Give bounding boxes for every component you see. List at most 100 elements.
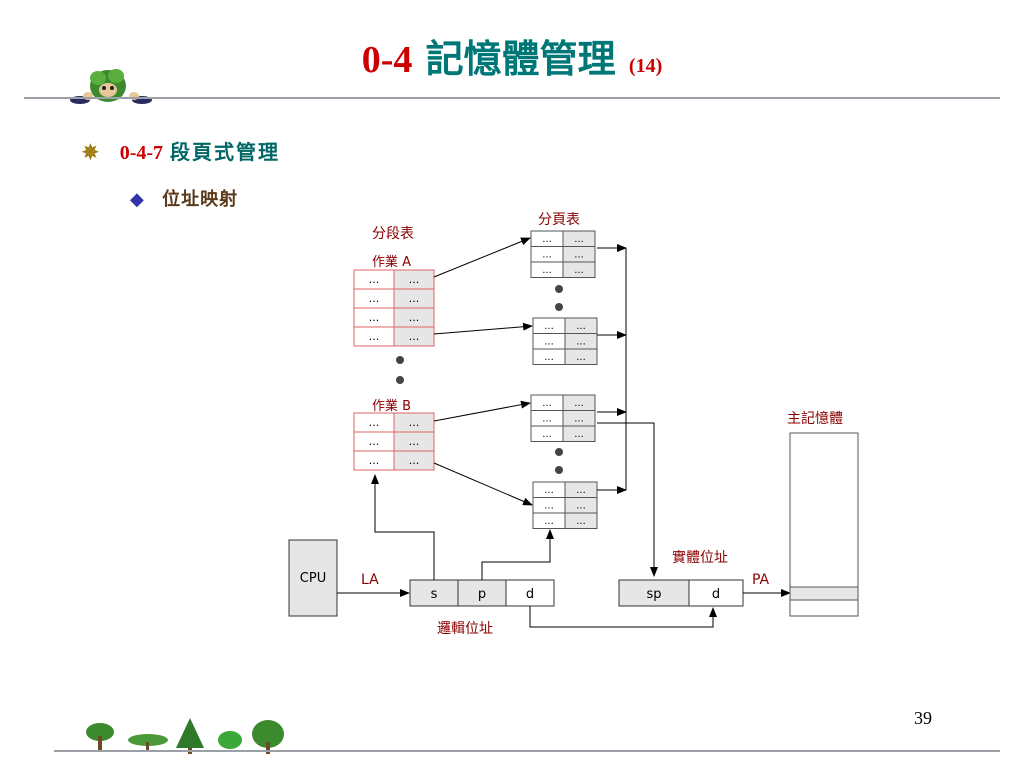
la-field-d: d: [526, 587, 534, 602]
memory-target-block: [789, 586, 859, 601]
trees-decoration-icon: [86, 718, 284, 754]
title-text: 記憶體管理: [425, 36, 616, 81]
segment-cell-text: ...: [409, 311, 420, 324]
physical-address-box: sp d: [618, 579, 744, 607]
segment-cell-text: ...: [409, 330, 420, 343]
pa-label: PA: [752, 572, 770, 588]
page-tables: ........................................…: [530, 230, 598, 529]
logical-address-label: 邏輯位址: [437, 621, 493, 637]
arrow-seg-to-page4: [433, 462, 533, 506]
page-cell-text: ...: [542, 398, 552, 409]
pa-field-sp: sp: [646, 587, 661, 602]
segment-cell-text: ...: [369, 454, 380, 467]
page-cell-text: ...: [544, 485, 554, 496]
page-cell-text: ...: [544, 516, 554, 527]
la-label: LA: [361, 572, 379, 588]
page-cell-text: ...: [574, 250, 584, 261]
segment-cell: [393, 450, 435, 471]
main-memory-label: 主記憶體: [787, 410, 843, 427]
page-cell-text: ...: [574, 414, 584, 425]
main-memory-box: [789, 432, 859, 617]
ellipsis-dot: [555, 303, 563, 311]
page-cell-text: ...: [576, 337, 586, 348]
page-cell-text: ...: [576, 321, 586, 332]
slide-title: 0-4 記憶體管理 (14): [0, 28, 1024, 83]
page-cell-text: ...: [542, 429, 552, 440]
header-divider: [24, 97, 1000, 99]
ellipsis-dot: [555, 285, 563, 293]
segment-cell-text: ...: [409, 292, 420, 305]
page-cell-text: ...: [576, 352, 586, 363]
job-a-label: 作業 A: [372, 254, 411, 270]
page-cell: [562, 425, 596, 442]
logical-address-box: s p d: [409, 579, 555, 607]
page-cell: [562, 261, 596, 278]
segment-cell-text: ...: [369, 435, 380, 448]
pa-field-d: d: [712, 587, 720, 602]
physical-address-label: 實體位址: [672, 549, 728, 566]
bullet-level2: ◆ 位址映射: [130, 185, 238, 211]
page-cell-text: ...: [576, 516, 586, 527]
arrow-s-to-segment-table: [371, 474, 435, 580]
ellipsis-dot: [555, 466, 563, 474]
segment-cell-text: ...: [409, 273, 420, 286]
segment-cell-text: ...: [369, 416, 380, 429]
page-cell: [564, 512, 598, 529]
segment-table-a: ........................: [353, 269, 435, 347]
bullet1-number: 0-4-7: [119, 142, 164, 164]
title-suffix: (14): [628, 55, 663, 77]
page-cell-text: ...: [574, 398, 584, 409]
arrow-to-physical-address: [597, 422, 658, 577]
page-cell-text: ...: [574, 234, 584, 245]
segment-table-b: ..................: [353, 412, 435, 471]
segment-cell-text: ...: [369, 292, 380, 305]
page-table-2: ..................: [532, 317, 598, 365]
ellipsis-dot: [396, 356, 404, 364]
page-table-label: 分頁表: [538, 212, 580, 228]
page-table-4: ..................: [532, 481, 598, 529]
segment-table-label: 分段表: [372, 226, 414, 242]
page-cell-text: ...: [542, 414, 552, 425]
footer-divider: [54, 750, 1000, 752]
segment-cell: [393, 326, 435, 347]
page-number: 39: [914, 708, 932, 728]
arrow-d-to-pa: [529, 606, 717, 628]
segment-cell-text: ...: [369, 330, 380, 343]
bullet1-text: 段頁式管理: [170, 140, 281, 164]
page-cell: [564, 348, 598, 365]
page-cell-text: ...: [544, 352, 554, 363]
page-cell-text: ...: [576, 501, 586, 512]
segment-cell-text: ...: [369, 273, 380, 286]
segment-cell-text: ...: [409, 454, 420, 467]
job-b-label: 作業 B: [372, 398, 411, 414]
segment-cell-text: ...: [409, 416, 420, 429]
segment-cell-text: ...: [369, 311, 380, 324]
page-cell-text: ...: [542, 265, 552, 276]
page-cell-text: ...: [544, 337, 554, 348]
page-cell-text: ...: [574, 429, 584, 440]
page-table-3: ..................: [530, 394, 596, 442]
page-cell-text: ...: [544, 321, 554, 332]
title-number: 0-4: [361, 39, 413, 81]
page-cell-text: ...: [576, 485, 586, 496]
page-table-1: ..................: [530, 230, 596, 278]
page-cell-text: ...: [542, 250, 552, 261]
cpu-label: CPU: [300, 571, 326, 586]
asterisk-bullet-icon: ✵: [82, 140, 99, 164]
bullet-level1: ✵ 0-4-7 段頁式管理: [82, 136, 280, 165]
arrow-seg-to-page3: [433, 400, 531, 422]
ellipsis-dot: [396, 376, 404, 384]
cpu-box: [288, 539, 338, 617]
la-field-p: p: [478, 587, 486, 602]
arrow-seg-to-page1: [433, 237, 531, 278]
segment-cell-text: ...: [409, 435, 420, 448]
arrow-seg-to-page2: [433, 322, 533, 335]
page-cell-text: ...: [542, 234, 552, 245]
page-cell-text: ...: [544, 501, 554, 512]
ellipsis-dot: [555, 448, 563, 456]
la-field-s: s: [431, 587, 438, 602]
diamond-bullet-icon: ◆: [130, 189, 144, 210]
page-cell-text: ...: [574, 265, 584, 276]
